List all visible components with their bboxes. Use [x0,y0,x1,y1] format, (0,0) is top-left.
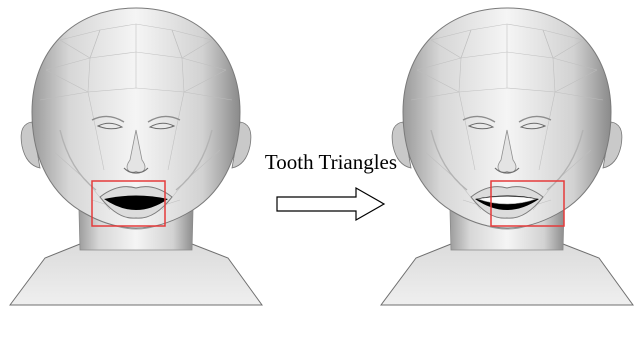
caption-tooth-triangles: Tooth Triangles [246,150,416,175]
panel-left-head [10,8,262,305]
panel-right-head [381,8,633,305]
transition-arrow [277,188,384,220]
